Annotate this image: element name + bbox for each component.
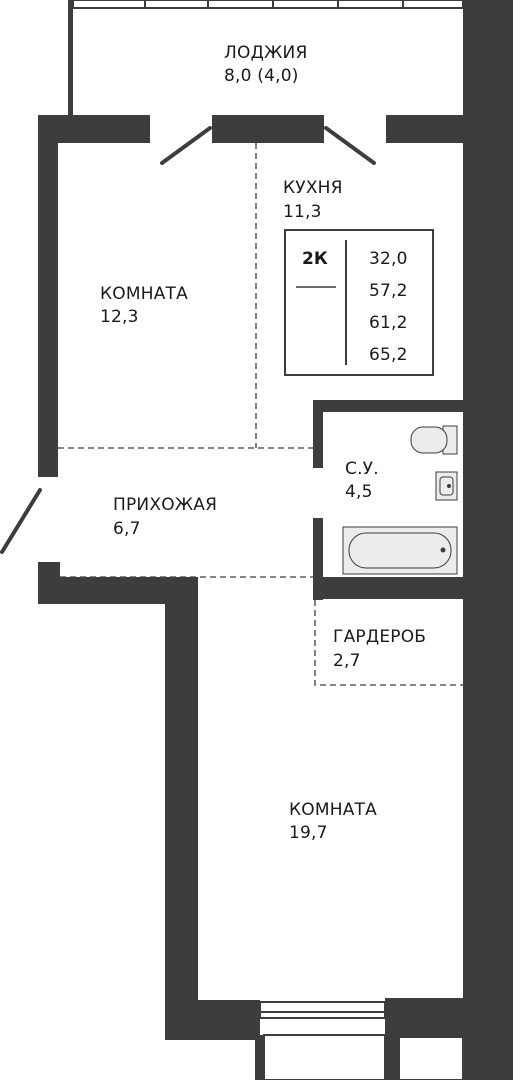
doors (0, 126, 376, 554)
wall-loggia-bottom-right (386, 115, 463, 143)
wall-bottom-right (385, 998, 463, 1038)
room-labels: ЛОДЖИЯ 8,0 (4,0) КУХНЯ 11,3 КОМНАТА 12,3… (100, 43, 426, 843)
wall-bath-bottom (313, 577, 463, 599)
room-loggia-name: ЛОДЖИЯ (224, 43, 308, 63)
room-bedroom1-name: КОМНАТА (100, 284, 188, 304)
room-wardrobe-name: ГАРДЕРОБ (333, 627, 426, 647)
window-bottom-base (263, 1034, 386, 1080)
sink-icon (435, 471, 458, 501)
room-loggia-area: 8,0 (4,0) (224, 66, 299, 86)
summary-box: 2К 32,0 57,2 61,2 65,2 (284, 229, 434, 376)
room-bathroom-area: 4,5 (345, 482, 373, 502)
door-loggia-left (160, 126, 212, 165)
wall-bath-top (313, 400, 463, 412)
window-loggia (72, 0, 464, 9)
room-bathroom-name: С.У. (345, 459, 379, 479)
room-bedroom2-area: 19,7 (289, 823, 328, 843)
room-wardrobe-area: 2,7 (333, 651, 361, 671)
wall-bottom-base (255, 1035, 264, 1080)
room-bedroom1-area: 12,3 (100, 307, 139, 327)
wall-bath-left-upper (313, 400, 323, 468)
wall-bath-stub (438, 400, 463, 410)
wall-right-exterior (463, 0, 513, 1080)
fixtures (342, 425, 458, 575)
apartment-type: 2К (302, 249, 328, 269)
room-bedroom2-name: КОМНАТА (289, 800, 377, 820)
window-bottom (259, 1001, 386, 1019)
room-hallway-name: ПРИХОЖАЯ (113, 495, 217, 515)
wall-bottom-base-right (385, 1035, 399, 1080)
wall-bigroom-left (165, 577, 198, 1040)
wall-left-upper (38, 115, 58, 477)
room-kitchen-area: 11,3 (283, 202, 322, 222)
door-loggia-right (324, 126, 376, 165)
wall-loggia-bottom-mid (212, 115, 324, 143)
walls (38, 0, 513, 1080)
wall-bottom-left (165, 1000, 260, 1040)
bathtub-icon (342, 526, 458, 575)
toilet-icon (410, 425, 458, 455)
area-value-2: 57,2 (369, 281, 408, 301)
room-hallway-area: 6,7 (113, 519, 141, 539)
area-value-1: 32,0 (369, 249, 408, 269)
windows (72, 0, 464, 1080)
window-bottom-right-base (398, 1034, 464, 1080)
door-entrance (0, 488, 42, 554)
zone-lines (58, 143, 463, 686)
area-value-3: 61,2 (369, 313, 408, 333)
area-value-4: 65,2 (369, 345, 408, 365)
wall-loggia-left (68, 0, 73, 115)
room-kitchen-name: КУХНЯ (283, 178, 343, 198)
wall-bath-left-lower (313, 518, 323, 600)
